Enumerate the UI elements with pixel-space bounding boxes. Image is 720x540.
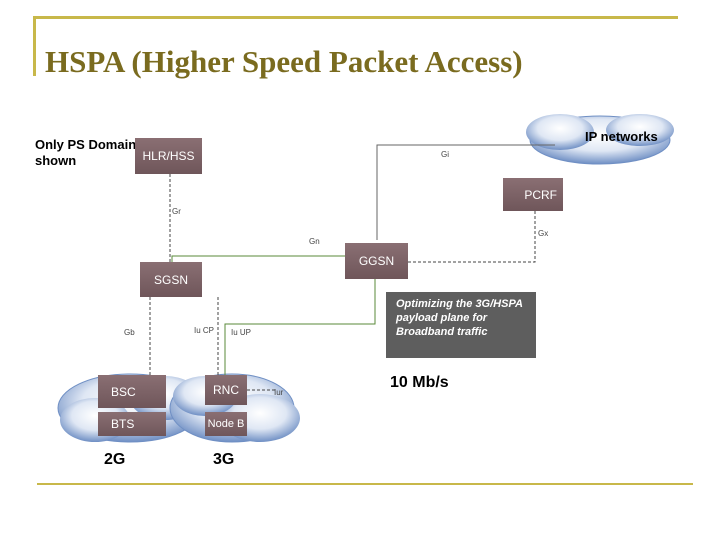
gn-label: Gn: [309, 237, 320, 246]
rnc-node: RNC: [205, 375, 247, 405]
iu-cp-label: Iu CP: [194, 326, 215, 335]
gi-link: [376, 144, 555, 240]
gx-link: [408, 211, 536, 263]
ggsn-node: GGSN: [345, 243, 408, 279]
ip-networks-label: IP networks: [585, 129, 658, 144]
sgsn-node: SGSN: [140, 262, 202, 297]
ip-networks-cloud: [526, 114, 674, 165]
2g-label: 2G: [104, 451, 126, 468]
speed-label: 10 Mb/s: [390, 374, 449, 391]
gr-label: Gr: [172, 207, 181, 216]
frame-top-line: [33, 16, 678, 19]
iur-label: Iur: [274, 388, 284, 397]
gn-link: [171, 255, 345, 262]
frame-left-line: [33, 16, 36, 76]
bts-node: BTS: [98, 412, 166, 436]
bsc-node: BSC: [98, 375, 166, 408]
3g-label: 3G: [213, 451, 235, 468]
frame-bottom-line: [37, 483, 693, 485]
node-b-node: Node B: [205, 412, 247, 436]
gb-label: Gb: [124, 328, 135, 337]
domain-note: Only PS Domain shown: [35, 137, 137, 168]
optimization-callout: Optimizing the 3G/HSPA payload plane for…: [386, 292, 536, 358]
hlr-hss-node: HLR/HSS: [135, 138, 202, 174]
gx-label: Gx: [538, 229, 549, 238]
gi-label: Gi: [441, 150, 449, 159]
pcrf-node: PCRF: [503, 178, 563, 211]
iu-up-label: Iu UP: [231, 328, 252, 337]
slide-title: HSPA (Higher Speed Packet Access): [45, 44, 523, 79]
iu-up-link: [224, 279, 376, 375]
